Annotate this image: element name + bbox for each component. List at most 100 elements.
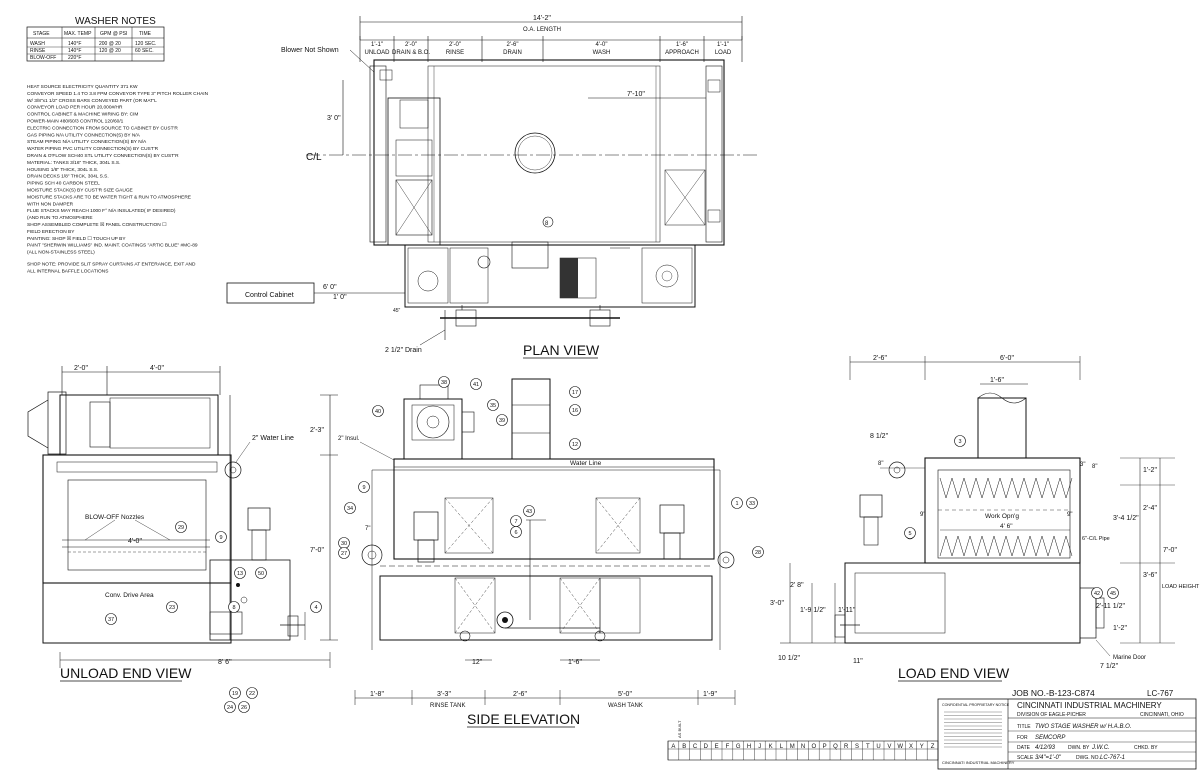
plan-view-title: PLAN VIEW <box>523 342 600 358</box>
zone-dim: 1'-1" <box>717 42 729 48</box>
load-left-dim: 3'-0" <box>770 600 784 607</box>
callout-number: 24 <box>227 705 233 711</box>
callout-number: 41 <box>473 382 479 388</box>
notes-cell: RINSE <box>30 48 46 54</box>
callout-bubble <box>1091 587 1103 599</box>
load-dim-34: 3'-4 1/2" <box>1113 515 1139 522</box>
notes-cell: 140°F <box>68 48 81 54</box>
callout-bubble <box>310 601 322 613</box>
zone-dim: 2'-0" <box>405 42 417 48</box>
washer-notes: WASHER NOTES STAGE MAX. TEMP GPM @ PSI T… <box>26 16 209 275</box>
rev-letter: W <box>897 744 903 750</box>
plan-overall-label: O.A. LENGTH <box>523 27 561 33</box>
callout-number: 37 <box>108 617 114 623</box>
zone-name: LOAD <box>715 50 732 56</box>
notes-line: SHOP ASSEMBLED COMPLETE ☒ PANEL CONSTRUC… <box>27 222 167 228</box>
callout-number: 38 <box>441 380 447 386</box>
notes-line: W/ 3/8"x1 1/2" CROSS BARS CONVEYED PART … <box>27 98 157 104</box>
callout-bubble <box>752 546 764 558</box>
rev-letter: X <box>909 744 913 750</box>
plan-centerline: C/L <box>306 152 322 163</box>
load-side-dim-2: 9" <box>1067 512 1072 518</box>
callout-bubble <box>166 601 178 613</box>
rev-letter: Q <box>833 744 838 750</box>
rev-letter: R <box>844 744 849 750</box>
load-right-dim: 1'-2" <box>1113 625 1127 632</box>
conv-drive-area: Conv. Drive Area <box>105 592 154 599</box>
load-left-dim: 1'-11" <box>838 607 856 614</box>
rinse-tank-label: RINSE TANK <box>430 703 465 709</box>
callout-number: 5 <box>908 531 911 537</box>
unload-end-view: 2'-0" 4'-0" 4'-0" BLOW-OFF Nozzles 2" Wa… <box>27 365 338 713</box>
callout-number: 43 <box>526 509 532 515</box>
chkd-label: CHKD. BY <box>1134 745 1158 751</box>
notes-line: FLUE STACKS MAY REACH 1000 F° N/A INSULA… <box>27 208 176 214</box>
drawing-number: LC-767-1 <box>1100 755 1125 761</box>
callout-number: 17 <box>572 390 578 396</box>
callout-number: 40 <box>375 409 381 415</box>
load-left-dim: 2' 8" <box>790 582 804 589</box>
callout-bubble <box>228 601 240 613</box>
callout-bubble <box>746 497 758 509</box>
marine-door-label: Marine Door <box>1113 655 1146 661</box>
callout-number: 35 <box>490 403 496 409</box>
company-city: CINCINNATI, OHIO <box>1140 712 1184 718</box>
callout-number: 42 <box>1094 591 1100 597</box>
load-right-dim: 7 1/2" <box>1100 663 1119 670</box>
notes-cell: 200 @ 20 <box>99 41 121 47</box>
notes-line: ALL INTERNAL BAFFLE LOCATIONS <box>27 269 108 275</box>
notes-line: MOISTURE STACKS ARE TO BE WATER TIGHT & … <box>27 194 191 200</box>
date-label: DATE <box>1017 745 1031 751</box>
rev-letter: K <box>769 744 773 750</box>
notes-cell: 60 SEC. <box>135 48 154 54</box>
for-label: FOR <box>1017 735 1028 741</box>
as-built-label: AS BUILT <box>677 720 682 738</box>
logo-company: CINCINNATI INDUSTRIAL MACHINERY <box>942 760 1015 765</box>
notes-line: CONTROL CABINET & MACHINE WIRING BY: CIM <box>27 112 138 118</box>
notes-line: CONVEYOR LOAD PER HOUR 20,000#/HR <box>27 105 123 111</box>
side-bottom-dim: 5'-0" <box>618 691 632 698</box>
callout-bubble <box>496 414 508 426</box>
rev-letter: A <box>671 744 675 750</box>
side-bottom-dim: 1'-9" <box>703 691 717 698</box>
unload-dim-a: 2'-0" <box>74 365 88 372</box>
callout-bubble <box>372 405 384 417</box>
load-dim-70: 7'-0" <box>1163 547 1177 554</box>
rev-letter: N <box>801 744 805 750</box>
zone-name: RINSE <box>446 50 464 56</box>
notes-line: STEAM PIPING N/A UTILITY CONNECTION(S) B… <box>27 139 147 145</box>
rev-letter: T <box>866 744 870 750</box>
zone-dim: 2'-0" <box>449 42 461 48</box>
callout-bubble <box>569 404 581 416</box>
scale-label: SCALE <box>1017 755 1034 761</box>
zone-name: WASH <box>593 50 611 56</box>
title-block: JOB NO.-B-123-C874 LC-767 CINCINNATI IND… <box>667 688 1197 770</box>
rev-letter: M <box>790 744 795 750</box>
cabinet-dim-1: 6' 0" <box>323 284 337 291</box>
callout-bubble <box>904 527 916 539</box>
rev-letter: U <box>876 744 880 750</box>
side-bottom-dim: 3'-3" <box>437 691 451 698</box>
notes-cell: BLOW-OFF <box>30 55 56 61</box>
callout-number: 4 <box>314 605 317 611</box>
unload-water-line: 2" Water Line <box>252 435 294 442</box>
callout-bubble <box>358 481 370 493</box>
callout-number: 12 <box>572 442 578 448</box>
notes-line: HOUSING 1/8" THICK, 304L S.S. <box>27 167 98 173</box>
callout-bubble <box>487 399 499 411</box>
rev-letter: V <box>887 744 891 750</box>
notes-cell: 120 @ 20 <box>99 48 121 54</box>
zone-dim: 2'-6" <box>507 42 519 48</box>
notes-line: MOISTURE STACK(S) BY CUST'R SIZE GAUGE <box>27 188 133 194</box>
callout-number: 26 <box>241 705 247 711</box>
dwg-ref: LC-767 <box>1147 689 1174 698</box>
notes-line: FIELD ERECTION BY <box>27 229 75 235</box>
load-dim-36: 3'-6" <box>1143 572 1157 579</box>
callout-number: 39 <box>499 418 505 424</box>
zone-dim: 1'-6" <box>676 42 688 48</box>
callout-number: 34 <box>347 506 353 512</box>
blower-note: Blower Not Shown <box>281 47 339 54</box>
job-number: JOB NO.-B-123-C874 <box>1012 688 1095 698</box>
zone-name: DRAIN & B.O. <box>392 50 430 56</box>
